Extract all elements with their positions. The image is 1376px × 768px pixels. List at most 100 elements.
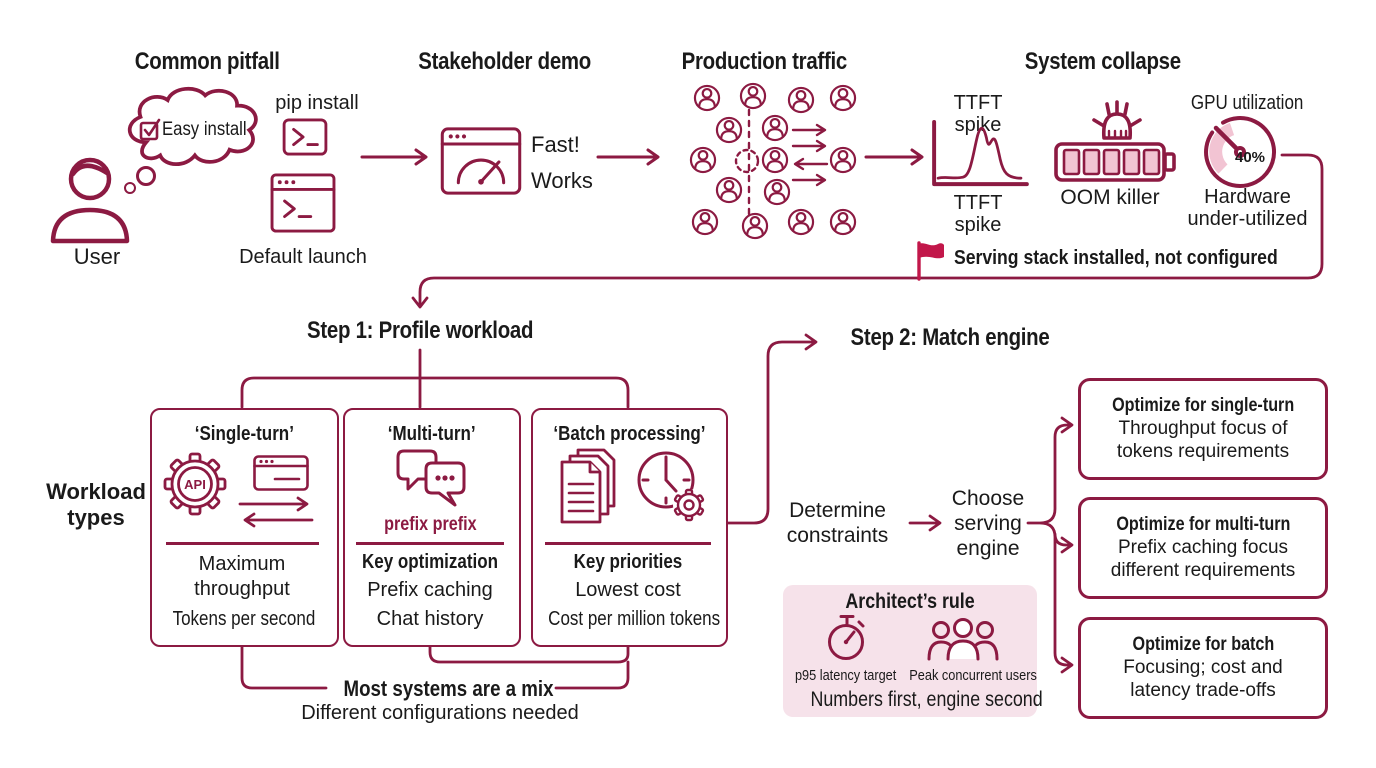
person-icon — [763, 178, 791, 206]
pip-install-label: pip install — [275, 92, 359, 114]
clock-gear-icon — [637, 451, 705, 522]
card-multi-turn-key: Key optimization — [362, 551, 499, 573]
card-batch-key: Key priorities — [573, 551, 683, 573]
traffic-flow-marks — [734, 108, 829, 216]
mix-note-sub: Different configurations needed — [301, 702, 579, 724]
production-traffic-cluster — [663, 82, 863, 242]
optimize-batch-box: Optimize for batch Focusing; cost and la… — [1078, 617, 1328, 719]
people-group-icon — [927, 618, 999, 661]
chat-bubbles-icon — [396, 449, 466, 507]
person-icon — [715, 116, 743, 144]
connector-to-step2 — [723, 333, 818, 525]
person-icon — [739, 82, 767, 110]
card-single-turn-line2: Tokens per second — [172, 608, 316, 630]
choose-engine-label: Choose serving engine — [951, 487, 1025, 560]
title-stakeholder-demo: Stakeholder demo — [418, 48, 592, 75]
title-system-collapse: System collapse — [1024, 48, 1182, 75]
oom-killer-icon — [1054, 100, 1176, 182]
flag-note-bold: not configured — [1154, 247, 1278, 269]
person-icon — [829, 146, 857, 174]
mix-note-bold: Most systems are a mix — [343, 676, 554, 701]
card-multi-turn: ‘Multi-turn’ — [343, 408, 521, 647]
card-multi-turn-title: ‘Multi-turn’ — [388, 423, 476, 445]
arrow-determine-to-choose — [908, 514, 942, 532]
person-icon — [741, 212, 769, 240]
mini-browser-icon — [253, 455, 309, 491]
step2-title: Step 2: Match engine — [850, 324, 1050, 351]
browser-terminal-icon — [270, 173, 336, 233]
connector-step1-tree — [240, 348, 630, 409]
person-icon — [829, 208, 857, 236]
terminal-icon — [282, 118, 328, 156]
workload-types-label: Workload types — [46, 479, 146, 530]
default-launch-label: Default launch — [239, 246, 367, 268]
person-icon — [689, 146, 717, 174]
flag-icon — [917, 241, 944, 281]
arrow-demo-to-traffic — [596, 148, 660, 166]
ttft-chart-icon — [932, 119, 1029, 187]
title-production-traffic: Production traffic — [681, 48, 847, 75]
card-single-turn: ‘Single-turn’ — [150, 408, 339, 647]
title-common-pitfall: Common pitfall — [134, 48, 280, 75]
card-single-turn-title: ‘Single-turn’ — [194, 423, 295, 445]
peak-users-label: Peak concurrent users — [909, 667, 1037, 684]
optimize-batch-title: Optimize for batch — [1132, 634, 1274, 655]
browser-gauge-icon — [440, 127, 522, 195]
user-icon — [50, 157, 130, 244]
svg-text:API: API — [184, 477, 206, 492]
gear-api-icon: API — [163, 452, 227, 516]
p95-label: p95 latency target — [795, 667, 897, 684]
thought-text: Easy install — [162, 119, 247, 140]
request-response-arrows-icon — [238, 496, 314, 528]
architects-rule-title: Architect’s rule — [845, 590, 975, 613]
prefix-caption: prefix prefix — [383, 514, 477, 535]
card-single-turn-divider — [166, 542, 319, 545]
checkbox-icon — [139, 118, 161, 141]
card-batch-divider — [545, 542, 711, 545]
optimize-single-turn-title: Optimize for single-turn — [1111, 395, 1295, 416]
fast-label: Fast! — [531, 132, 580, 157]
person-icon — [787, 208, 815, 236]
optimize-batch-body: Focusing; cost and latency trade-offs — [1123, 657, 1283, 701]
oom-killer-label: OOM killer — [1060, 186, 1160, 209]
thought-cloud-icon — [128, 86, 258, 167]
person-icon — [693, 84, 721, 112]
determine-constraints-label: Determine constraints — [786, 499, 889, 547]
documents-icon — [560, 448, 616, 524]
thought-bubble-large — [136, 166, 156, 186]
card-multi-turn-divider — [356, 542, 504, 545]
gpu-utilization-label: GPU utilization — [1191, 92, 1304, 114]
person-icon — [691, 208, 719, 236]
card-batch-line2: Cost per million tokens — [548, 608, 721, 630]
person-icon — [761, 114, 789, 142]
arrow-traffic-to-collapse — [864, 148, 924, 166]
step1-title: Step 1: Profile workload — [306, 317, 534, 344]
gpu-gauge-icon — [1204, 116, 1277, 188]
card-single-turn-line1: Maximum throughput — [194, 553, 290, 600]
optimize-multi-turn-box: Optimize for multi-turn Prefix caching f… — [1078, 497, 1328, 599]
ttft-spike-bottom-label: TTFT spike — [953, 192, 1003, 236]
hardware-label: Hardware under-utilized — [1187, 186, 1308, 230]
ttft-spike-top-label: TTFT spike — [953, 92, 1003, 136]
card-batch-title: ‘Batch processing’ — [553, 423, 706, 445]
optimize-single-turn-box: Optimize for single-turn Throughput focu… — [1078, 378, 1328, 480]
user-label: User — [73, 244, 121, 269]
optimize-multi-turn-title: Optimize for multi-turn — [1115, 514, 1291, 535]
arrow-user-to-demo — [360, 148, 428, 166]
card-multi-turn-line2: Chat history — [376, 608, 484, 630]
person-icon — [715, 176, 743, 204]
works-label: Works — [531, 168, 593, 193]
person-icon — [829, 84, 857, 112]
person-icon — [761, 146, 789, 174]
person-icon — [787, 86, 815, 114]
architects-rule-bottom: Numbers first, engine second — [810, 688, 1043, 711]
card-batch: ‘Batch processing’ — [531, 408, 728, 647]
stopwatch-icon — [828, 615, 865, 660]
optimize-single-turn-body: Throughput focus of tokens requirements — [1116, 418, 1290, 462]
optimize-multi-turn-body: Prefix caching focus different requireme… — [1110, 537, 1296, 581]
gauge-value: 40% — [1234, 149, 1266, 166]
flag-note-text: Serving stack installed, — [954, 247, 1155, 269]
flag-note: Serving stack installed, not configured — [954, 247, 1322, 270]
thought-bubble-small — [124, 182, 136, 194]
card-batch-line1: Lowest cost — [575, 579, 681, 601]
